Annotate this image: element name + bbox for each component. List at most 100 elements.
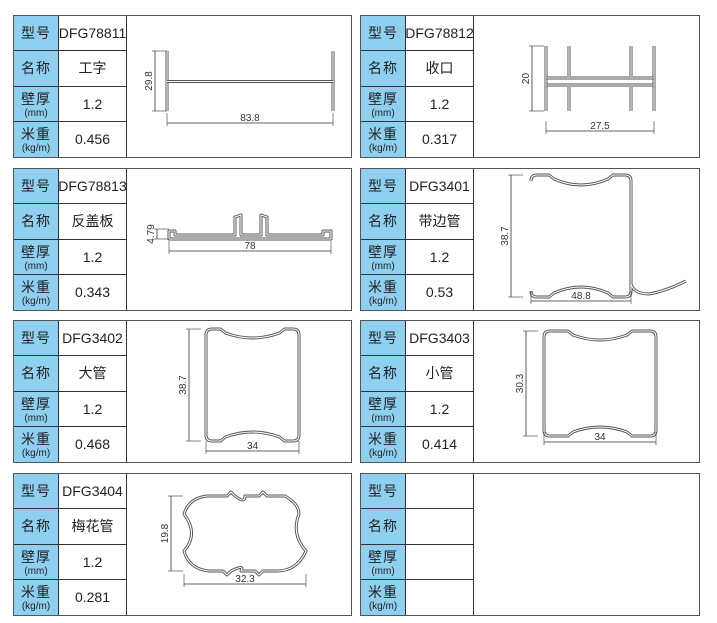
label-weight: 米重(kg/m) bbox=[361, 274, 406, 310]
label-unit: (mm) bbox=[371, 107, 395, 119]
label-name: 名称 bbox=[14, 204, 59, 240]
label-model: 型号 bbox=[361, 16, 406, 52]
dimension-width: 78 bbox=[244, 241, 256, 252]
label-name: 名称 bbox=[14, 509, 59, 545]
label-unit: (kg/m) bbox=[21, 296, 51, 308]
value-model: DFG78813 bbox=[58, 169, 127, 205]
label-text: 名称 bbox=[368, 518, 398, 535]
value-model: DFG3401 bbox=[406, 169, 474, 205]
label-text: 米重 bbox=[21, 431, 51, 448]
label-text: 米重 bbox=[21, 584, 51, 601]
value-weight: 0.414 bbox=[406, 426, 474, 462]
value-name: 带边管 bbox=[406, 204, 474, 240]
label-text: 壁厚 bbox=[368, 243, 398, 260]
label-text: 壁厚 bbox=[21, 90, 51, 107]
label-name: 名称 bbox=[361, 204, 406, 240]
label-weight: 米重(kg/m) bbox=[14, 426, 59, 462]
label-text: 米重 bbox=[21, 126, 51, 143]
label-text: 型号 bbox=[21, 330, 51, 347]
value-weight: 0.468 bbox=[59, 426, 127, 462]
dimension-height: 4.79 bbox=[146, 224, 157, 244]
value-name: 工字 bbox=[59, 51, 127, 87]
label-text: 型号 bbox=[21, 178, 51, 195]
value-model: DFG3402 bbox=[59, 321, 127, 357]
value-name: 小管 bbox=[406, 356, 474, 392]
label-text: 壁厚 bbox=[368, 548, 398, 565]
label-text: 壁厚 bbox=[368, 90, 398, 107]
profile-outline bbox=[529, 173, 687, 299]
label-weight: 米重(kg/m) bbox=[361, 426, 406, 462]
value-weight: 0.281 bbox=[59, 579, 127, 615]
value-model: DFG78811 bbox=[59, 16, 127, 52]
value-thickness: 1.2 bbox=[406, 86, 474, 122]
label-text: 米重 bbox=[368, 431, 398, 448]
label-model: 型号 bbox=[361, 321, 406, 357]
label-unit: (mm) bbox=[371, 565, 395, 577]
dimension-width: 34 bbox=[247, 441, 259, 452]
label-thickness: 壁厚(mm) bbox=[14, 86, 59, 122]
label-text: 名称 bbox=[368, 60, 398, 77]
label-unit: (mm) bbox=[24, 107, 48, 119]
dimension-height: 30.3 bbox=[515, 373, 526, 393]
label-unit: (mm) bbox=[24, 412, 48, 424]
label-model: 型号 bbox=[14, 474, 59, 510]
label-unit: (mm) bbox=[371, 412, 395, 424]
value-thickness: 1.2 bbox=[59, 544, 127, 580]
label-thickness: 壁厚(mm) bbox=[14, 391, 59, 427]
value-weight: 0.317 bbox=[406, 121, 474, 157]
value-thickness bbox=[406, 544, 474, 580]
label-text: 壁厚 bbox=[21, 548, 51, 565]
label-unit: (kg/m) bbox=[368, 601, 398, 613]
dimension-width: 48.8 bbox=[571, 291, 591, 302]
label-unit: (mm) bbox=[371, 260, 395, 272]
value-weight bbox=[406, 579, 474, 615]
dimension-height: 38.7 bbox=[500, 226, 511, 246]
value-model: DFG3404 bbox=[59, 474, 127, 510]
label-text: 名称 bbox=[368, 213, 398, 230]
label-unit: (kg/m) bbox=[368, 448, 398, 460]
value-weight: 0.456 bbox=[59, 121, 127, 157]
label-text: 米重 bbox=[368, 584, 398, 601]
label-thickness: 壁厚(mm) bbox=[361, 391, 406, 427]
label-text: 名称 bbox=[21, 365, 51, 382]
dimension-height: 38.7 bbox=[178, 375, 189, 395]
profile-inner bbox=[530, 174, 687, 298]
value-name: 收口 bbox=[406, 51, 474, 87]
label-text: 型号 bbox=[368, 178, 398, 195]
label-text: 米重 bbox=[21, 279, 51, 296]
dimension-height: 19.8 bbox=[160, 523, 171, 543]
label-model: 型号 bbox=[14, 321, 59, 357]
value-thickness: 1.2 bbox=[59, 86, 127, 122]
label-thickness: 壁厚(mm) bbox=[361, 544, 406, 580]
dimension-height: 20 bbox=[521, 73, 532, 85]
label-unit: (mm) bbox=[24, 565, 48, 577]
value-model: DFG3403 bbox=[406, 321, 474, 357]
profile-drawing: 38.7 34 bbox=[178, 327, 301, 454]
profile-drawing: 30.334 bbox=[515, 329, 658, 445]
profile-drawing: 19.832.3 bbox=[160, 490, 308, 587]
label-name: 名称 bbox=[14, 356, 59, 392]
value-name: 大管 bbox=[59, 356, 127, 392]
dimension-height: 29.8 bbox=[144, 71, 155, 91]
label-text: 型号 bbox=[368, 25, 398, 42]
label-text: 米重 bbox=[368, 126, 398, 143]
label-thickness: 壁厚(mm) bbox=[14, 544, 59, 580]
label-weight: 米重(kg/m) bbox=[361, 579, 406, 615]
label-name: 名称 bbox=[14, 51, 59, 87]
dimension-width: 27.5 bbox=[590, 121, 610, 132]
label-text: 名称 bbox=[21, 60, 51, 77]
label-text: 壁厚 bbox=[21, 395, 51, 412]
profile-outline bbox=[182, 490, 308, 577]
label-text: 型号 bbox=[368, 483, 398, 500]
label-weight: 米重(kg/m) bbox=[361, 121, 406, 157]
value-weight: 0.343 bbox=[59, 274, 127, 310]
label-name: 名称 bbox=[361, 356, 406, 392]
label-thickness: 壁厚(mm) bbox=[361, 86, 406, 122]
value-model: DFG78812 bbox=[405, 16, 474, 52]
profile-outline bbox=[204, 327, 301, 443]
